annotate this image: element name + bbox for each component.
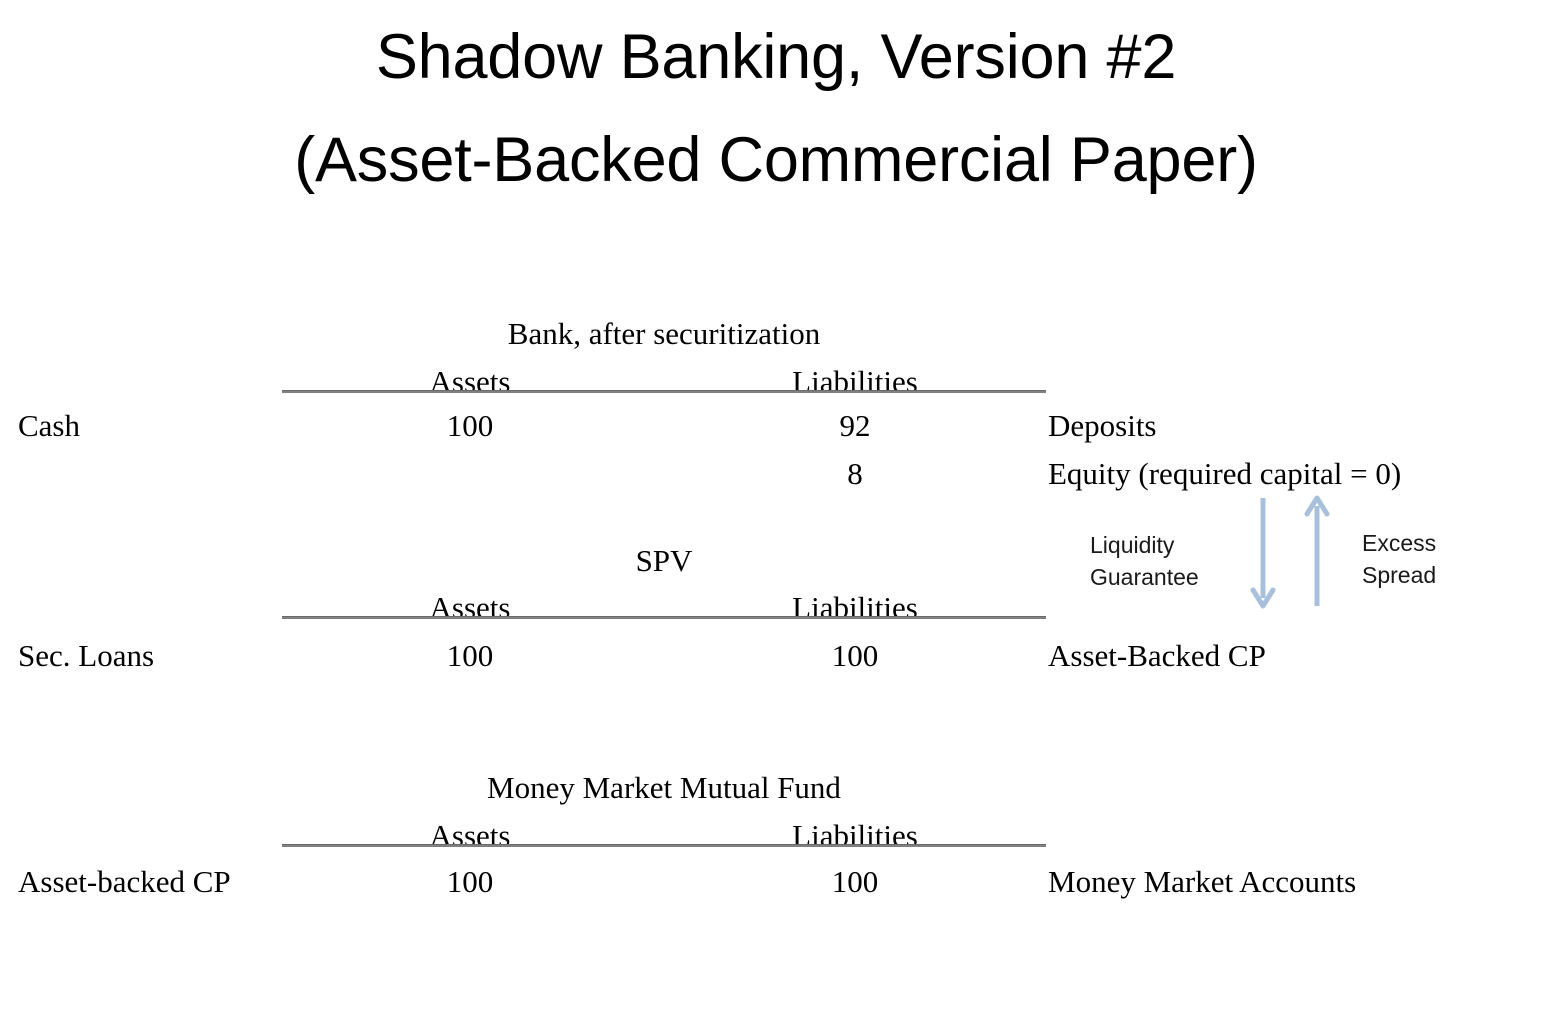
excess-spread-label-line-1: Excess [1362, 530, 1437, 556]
taccount-mmmf-row-0-liabilities: 100 [831, 864, 879, 899]
liquidity-guarantee-label-line-2: Guarantee [1090, 563, 1199, 590]
taccount-bank-row-0-liabilities: 92 [839, 408, 871, 443]
liquidity-guarantee-label-line-1: Liquidity [1090, 532, 1175, 558]
taccount-bank-divider [282, 390, 1046, 393]
taccount-bank-row-1-liabilities: 8 [847, 456, 863, 491]
excess-spread-up-arrow [1304, 495, 1330, 606]
taccount-bank-row-1-right-label: Equity (required capital = 0) [1048, 456, 1402, 491]
page-title-line-2: (Asset-Backed Commercial Paper) [294, 124, 1258, 195]
taccount-mmmf-row-0-assets: 100 [446, 864, 494, 899]
taccount-spv-divider [282, 616, 1046, 619]
excess-spread-label: Excess Spread [1362, 528, 1436, 591]
liquidity-guarantee-label: Liquidity Guarantee [1090, 530, 1199, 593]
taccount-bank-title: Bank, after securitization [507, 316, 821, 351]
taccount-bank-row-0-assets: 100 [446, 408, 494, 443]
taccount-mmmf-row-0-left-label: Asset-backed CP [18, 864, 231, 899]
taccount-spv-row-0-assets: 100 [446, 638, 494, 673]
taccount-spv-row-0-liabilities: 100 [831, 638, 879, 673]
liquidity-guarantee-down-arrow [1250, 498, 1276, 609]
taccount-bank-row-0-left-label: Cash [18, 408, 80, 443]
page-title-line-1: Shadow Banking, Version #2 [375, 22, 1177, 92]
excess-spread-label-line-2: Spread [1362, 561, 1437, 588]
taccount-mmmf-divider [282, 844, 1046, 847]
page-title: Shadow Banking, Version #2 (Asset-Backed… [0, 6, 1552, 211]
taccount-mmmf-title: Money Market Mutual Fund [487, 770, 841, 805]
taccount-spv-row-0-left-label: Sec. Loans [18, 638, 155, 673]
taccount-bank-row-0-right-label: Deposits [1048, 408, 1157, 443]
taccount-mmmf-row-0-right-label: Money Market Accounts [1048, 864, 1357, 899]
taccount-spv-row-0-right-label: Asset-Backed CP [1048, 638, 1266, 673]
taccount-spv-title: SPV [635, 543, 693, 578]
